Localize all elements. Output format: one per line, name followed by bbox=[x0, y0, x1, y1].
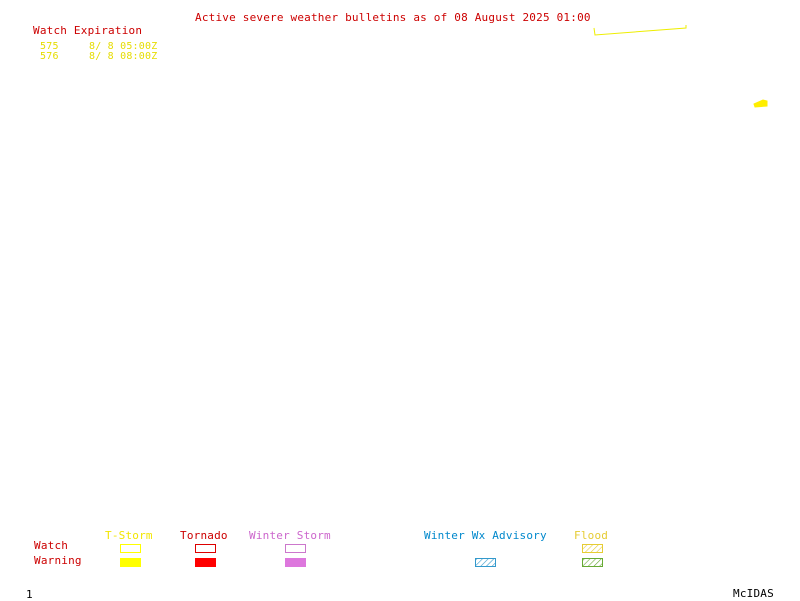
legend-category-tornado: Tornado bbox=[180, 529, 228, 542]
tstorm-watch-swatch bbox=[120, 544, 141, 553]
page-title: Active severe weather bulletins as of 08… bbox=[195, 11, 591, 24]
winter-advisory-swatch bbox=[475, 558, 496, 567]
legend-category-flood: Flood bbox=[574, 529, 609, 542]
tornado-watch-swatch bbox=[195, 544, 216, 553]
winter-storm-watch-swatch bbox=[285, 544, 306, 553]
watch-expiration-time: 8/ 8 05:00Z bbox=[89, 41, 158, 52]
tstorm-warning-swatch bbox=[120, 558, 141, 567]
software-label: McIDAS bbox=[733, 587, 774, 600]
watch-number: 576 bbox=[40, 51, 59, 62]
watch-number: 575 bbox=[40, 41, 59, 52]
legend-category-winter-advisory: Winter Wx Advisory bbox=[424, 529, 547, 542]
watch-boundary bbox=[593, 25, 687, 36]
legend-category-winter-storm: Winter Storm bbox=[249, 529, 331, 542]
flood-watch-swatch bbox=[582, 544, 603, 553]
flood-warning-swatch bbox=[582, 558, 603, 567]
watch-area-fill bbox=[753, 99, 768, 108]
legend-warning-label: Warning bbox=[34, 554, 82, 567]
tornado-warning-swatch bbox=[195, 558, 216, 567]
legend-watch-label: Watch bbox=[34, 539, 69, 552]
watch-expiration-time: 8/ 8 08:00Z bbox=[89, 51, 158, 62]
watch-expiration-heading: Watch Expiration bbox=[33, 24, 143, 37]
frame-number: 1 bbox=[26, 588, 33, 601]
winter-storm-warning-swatch bbox=[285, 558, 306, 567]
legend-category-tstorm: T-Storm bbox=[105, 529, 153, 542]
